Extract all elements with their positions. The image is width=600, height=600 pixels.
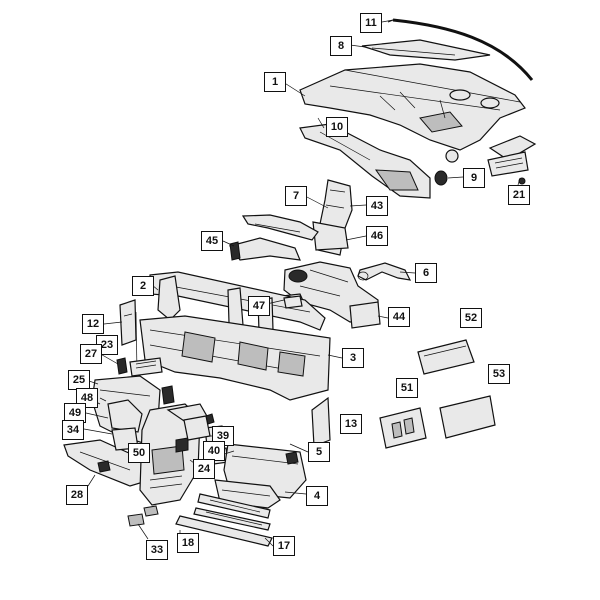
callout-1: 1 [264, 72, 286, 92]
part-center-duct [312, 179, 353, 256]
part-knob [434, 170, 448, 186]
callout-18: 18 [177, 533, 199, 553]
part-lower-trim-strip [299, 123, 431, 199]
callout-52: 52 [460, 308, 482, 328]
callout-34: 34 [62, 420, 84, 440]
part-instrument-panel-cover [299, 63, 526, 163]
callout-47: 47 [248, 296, 270, 316]
callout-46: 46 [366, 226, 388, 246]
callout-4: 4 [306, 486, 328, 506]
part-end-cap-right [311, 396, 331, 447]
part-lower-support-frame [135, 311, 331, 401]
part-duct-right [349, 301, 381, 329]
callout-49: 49 [64, 403, 86, 423]
part-switch [127, 505, 159, 527]
callout-53: 53 [488, 364, 510, 384]
callout-50: 50 [128, 443, 150, 463]
callout-28: 28 [66, 485, 88, 505]
callout-44: 44 [388, 307, 410, 327]
part-right-panel-top [417, 339, 475, 375]
callout-3: 3 [342, 348, 364, 368]
callout-27: 27 [80, 344, 102, 364]
callout-25: 25 [68, 370, 90, 390]
callout-12: 12 [82, 314, 104, 334]
callout-6: 6 [415, 263, 437, 283]
part-trim-strips [175, 493, 273, 547]
callout-10: 10 [326, 117, 348, 137]
callout-43: 43 [366, 196, 388, 216]
part-side-module [487, 135, 537, 185]
callout-21: 21 [508, 185, 530, 205]
callout-7: 7 [285, 186, 307, 206]
callout-5: 5 [308, 442, 330, 462]
part-defroster-panel [361, 39, 491, 61]
part-defrost-duct [229, 214, 319, 261]
callout-arrow-48 [99, 397, 107, 402]
callout-45: 45 [201, 231, 223, 251]
callout-24: 24 [193, 459, 215, 479]
part-left-vents [116, 357, 163, 377]
part-right-panel-bottom [439, 395, 496, 439]
callout-51: 51 [396, 378, 418, 398]
callout-40: 40 [203, 441, 225, 461]
callout-11: 11 [360, 13, 382, 33]
part-switch-panel [379, 407, 427, 449]
callout-17: 17 [273, 536, 295, 556]
callout-33: 33 [146, 540, 168, 560]
part-vent-small [283, 295, 303, 309]
part-end-cap-left [119, 299, 137, 346]
callout-2: 2 [132, 276, 154, 296]
callout-9: 9 [463, 168, 485, 188]
part-side-duct [357, 262, 412, 281]
callout-13: 13 [340, 414, 362, 434]
callout-8: 8 [330, 36, 352, 56]
